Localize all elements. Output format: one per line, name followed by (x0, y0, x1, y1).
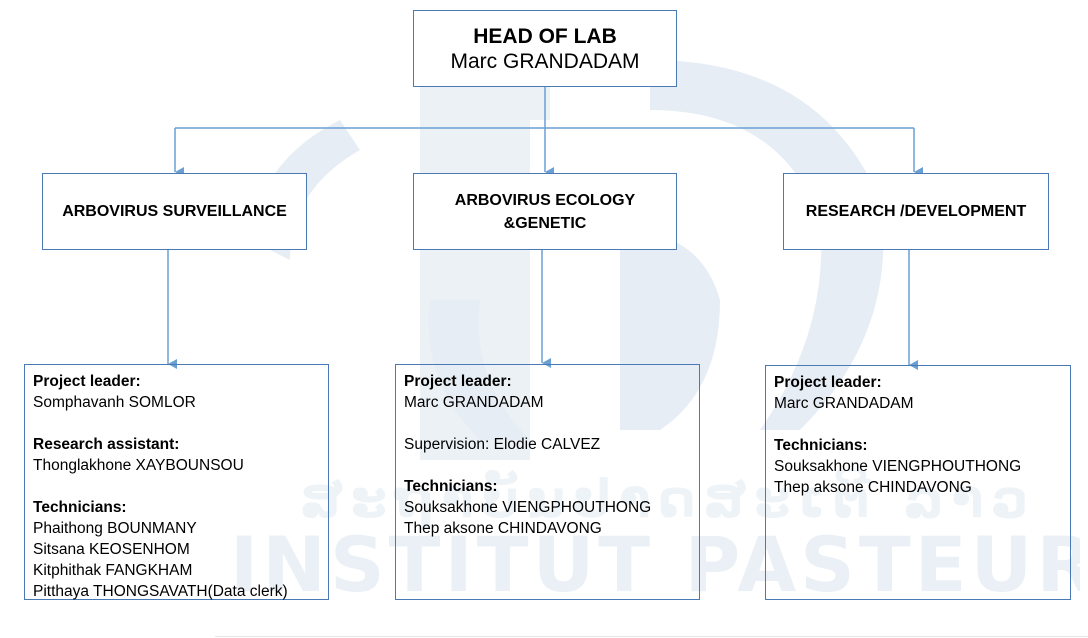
project-leader-name: Marc GRANDADAM (404, 394, 544, 411)
head-of-lab-title: HEAD OF LAB (473, 24, 617, 48)
team-box-surveillance: Project leader: Somphavanh SOMLOR Resear… (24, 364, 329, 600)
technician-name: Pitthaya THONGSAVATH(Data clerk) (33, 583, 288, 600)
technician-name: Thep aksone CHINDAVONG (774, 479, 972, 496)
technician-name: Kitphithak FANGKHAM (33, 562, 193, 579)
team-box-research: Project leader: Marc GRANDADAM Technicia… (765, 365, 1071, 600)
technician-name: Phaithong BOUNMANY (33, 520, 197, 537)
technician-name: Souksakhone VIENGPHOUTHONG (774, 458, 1022, 475)
group-box-surveillance: ARBOVIRUS SURVEILLANCE (42, 173, 307, 250)
group-title-surveillance: ARBOVIRUS SURVEILLANCE (62, 203, 287, 220)
technician-name: Thep aksone CHINDAVONG (404, 520, 602, 537)
technicians-label: Technicians: (33, 499, 127, 516)
project-leader-name: Somphavanh SOMLOR (33, 394, 196, 411)
technicians-label: Technicians: (404, 478, 498, 495)
head-of-lab-name: Marc GRANDADAM (450, 49, 640, 73)
technicians-label: Technicians: (774, 437, 868, 454)
head-of-lab-box: HEAD OF LAB Marc GRANDADAM (413, 10, 677, 87)
team-box-ecology: Project leader: Marc GRANDADAM Supervisi… (395, 364, 700, 600)
research-assistant-label: Research assistant: (33, 436, 180, 453)
group-title-ecology-line2: &GENETIC (503, 214, 587, 232)
group-box-ecology: ARBOVIRUS ECOLOGY &GENETIC (413, 173, 677, 250)
technician-name: Sitsana KEOSENHOM (33, 541, 190, 558)
bottom-divider (215, 636, 1088, 637)
group-title-research: RESEARCH /DEVELOPMENT (805, 203, 1027, 220)
group-title-ecology-line1: ARBOVIRUS ECOLOGY (454, 191, 636, 209)
supervision-text: Supervision: Elodie CALVEZ (404, 436, 601, 453)
group-box-research: RESEARCH /DEVELOPMENT (783, 173, 1049, 250)
project-leader-name: Marc GRANDADAM (774, 395, 914, 412)
research-assistant-name: Thonglakhone XAYBOUNSOU (33, 457, 244, 474)
technician-name: Souksakhone VIENGPHOUTHONG (404, 499, 652, 516)
watermark-institute-text: INSTITUT PASTEUR DU LAOS (230, 525, 1080, 605)
project-leader-label: Project leader: (33, 373, 141, 390)
project-leader-label: Project leader: (774, 374, 882, 391)
watermark-lao-text: ສະຖາບັນປາດສະເຕີ ລາວ (300, 470, 1037, 530)
project-leader-label: Project leader: (404, 373, 512, 390)
